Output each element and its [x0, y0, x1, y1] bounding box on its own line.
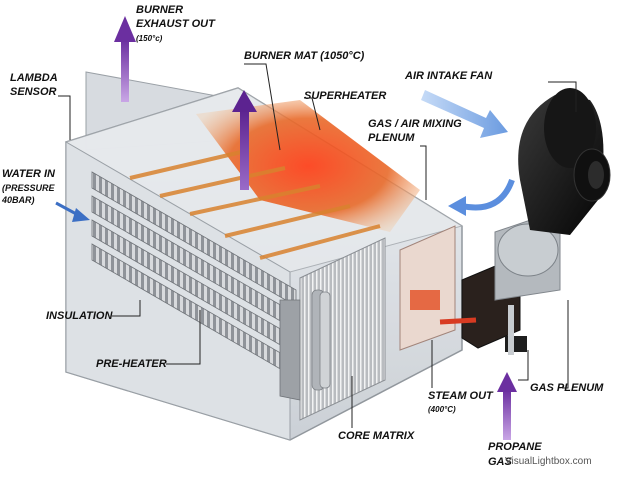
core-matrix-label: CORE MATRIX: [338, 430, 415, 442]
water-in-label-1: WATER IN: [2, 168, 55, 180]
air-return-arrow: [448, 178, 515, 216]
gas-air-label-1: GAS / AIR MIXING: [368, 118, 462, 130]
burner-mat-label: BURNER MAT (1050°C): [244, 50, 365, 62]
water-in-label-2: (PRESSURE: [2, 183, 55, 193]
water-in-label-3: 40BAR): [2, 195, 35, 205]
steam-out-arrow: [439, 317, 477, 325]
pre-heater-coils: [91, 171, 301, 401]
pre-heater-label: PRE-HEATER: [96, 358, 167, 370]
watermark: VisualLightbox.com: [505, 456, 592, 467]
header-pipes: [311, 289, 331, 391]
air-intake-fan: [494, 88, 611, 301]
insulation-label: INSULATION: [46, 310, 113, 322]
steam-hot-spot: [410, 290, 440, 310]
internal-exhaust-arrow: [232, 90, 257, 190]
gas-pipe: [508, 305, 514, 355]
gas-air-label-2: PLENUM: [368, 132, 415, 144]
air-intake-arrow: [421, 90, 508, 138]
propane-label-1: PROPANE: [488, 441, 542, 453]
steam-chamber: [399, 225, 456, 351]
air-intake-fan-label: AIR INTAKE FAN: [405, 70, 493, 82]
lambda-label-2: SENSOR: [10, 86, 57, 98]
gas-plenum-label: GAS PLENUM: [530, 382, 604, 394]
burner-exhaust-arrow: [114, 16, 136, 102]
burner-exhaust-temp: (150°c): [136, 34, 163, 43]
burner-mat-zone: [196, 100, 420, 232]
propane-label-2: GAS: [488, 456, 512, 468]
steam-out-temp: (400°C): [428, 405, 456, 414]
superheater-tubes: [129, 148, 381, 260]
superheater-label: SUPERHEATER: [304, 90, 387, 102]
water-in-arrow: [55, 201, 90, 222]
steam-out-label: STEAM OUT: [428, 390, 493, 402]
burner-exhaust-label-1: BURNER: [136, 4, 184, 16]
propane-arrow: [497, 372, 517, 440]
lambda-label-1: LAMBDA: [10, 72, 58, 84]
burner-exhaust-label-2: EXHAUST OUT: [136, 18, 215, 30]
leader-lines: [58, 63, 577, 428]
